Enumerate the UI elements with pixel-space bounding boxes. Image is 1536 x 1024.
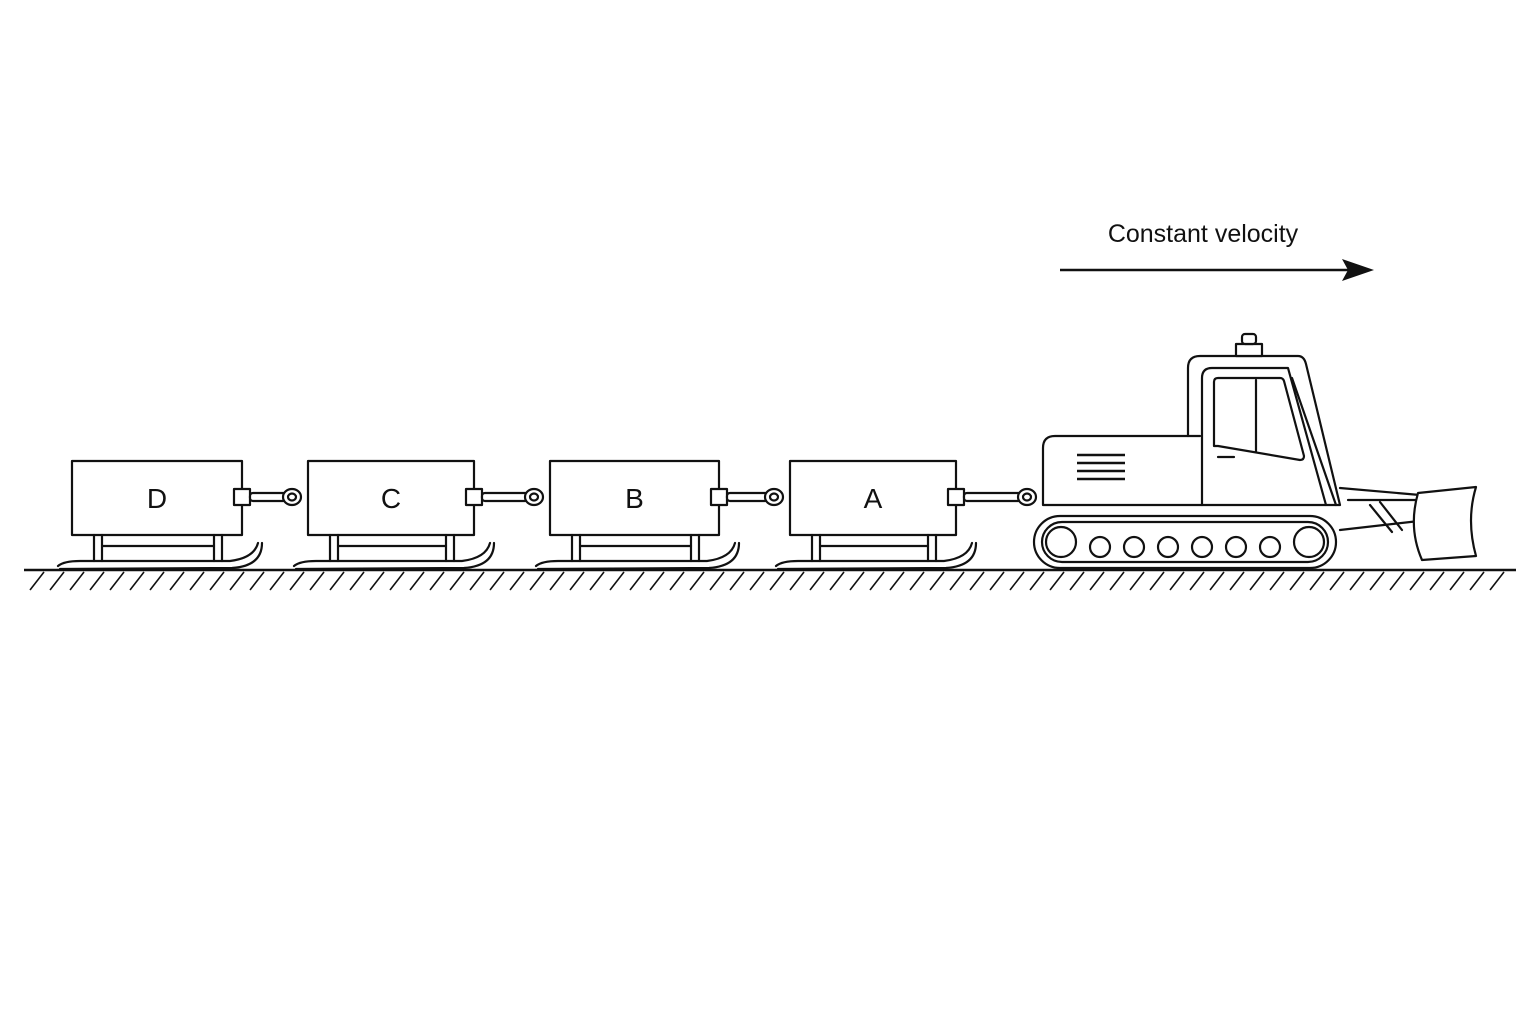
sled-a: A	[774, 459, 978, 571]
sled-c: C	[292, 459, 496, 571]
snowcat-tractor-icon	[1032, 332, 1478, 570]
coupling-link	[709, 487, 785, 507]
velocity-label: Constant velocity	[1108, 220, 1299, 248]
sled-label: C	[381, 483, 401, 514]
coupling-link	[464, 487, 545, 507]
ground	[24, 568, 1516, 591]
sled-label: D	[147, 483, 167, 514]
sled-label: B	[625, 483, 644, 514]
arrow-right-icon	[1060, 259, 1374, 281]
sled-label: A	[864, 483, 883, 514]
coupling-link	[946, 487, 1038, 507]
sled-d: D	[56, 459, 264, 571]
coupling-link	[232, 487, 303, 507]
sled-b: B	[534, 459, 741, 571]
